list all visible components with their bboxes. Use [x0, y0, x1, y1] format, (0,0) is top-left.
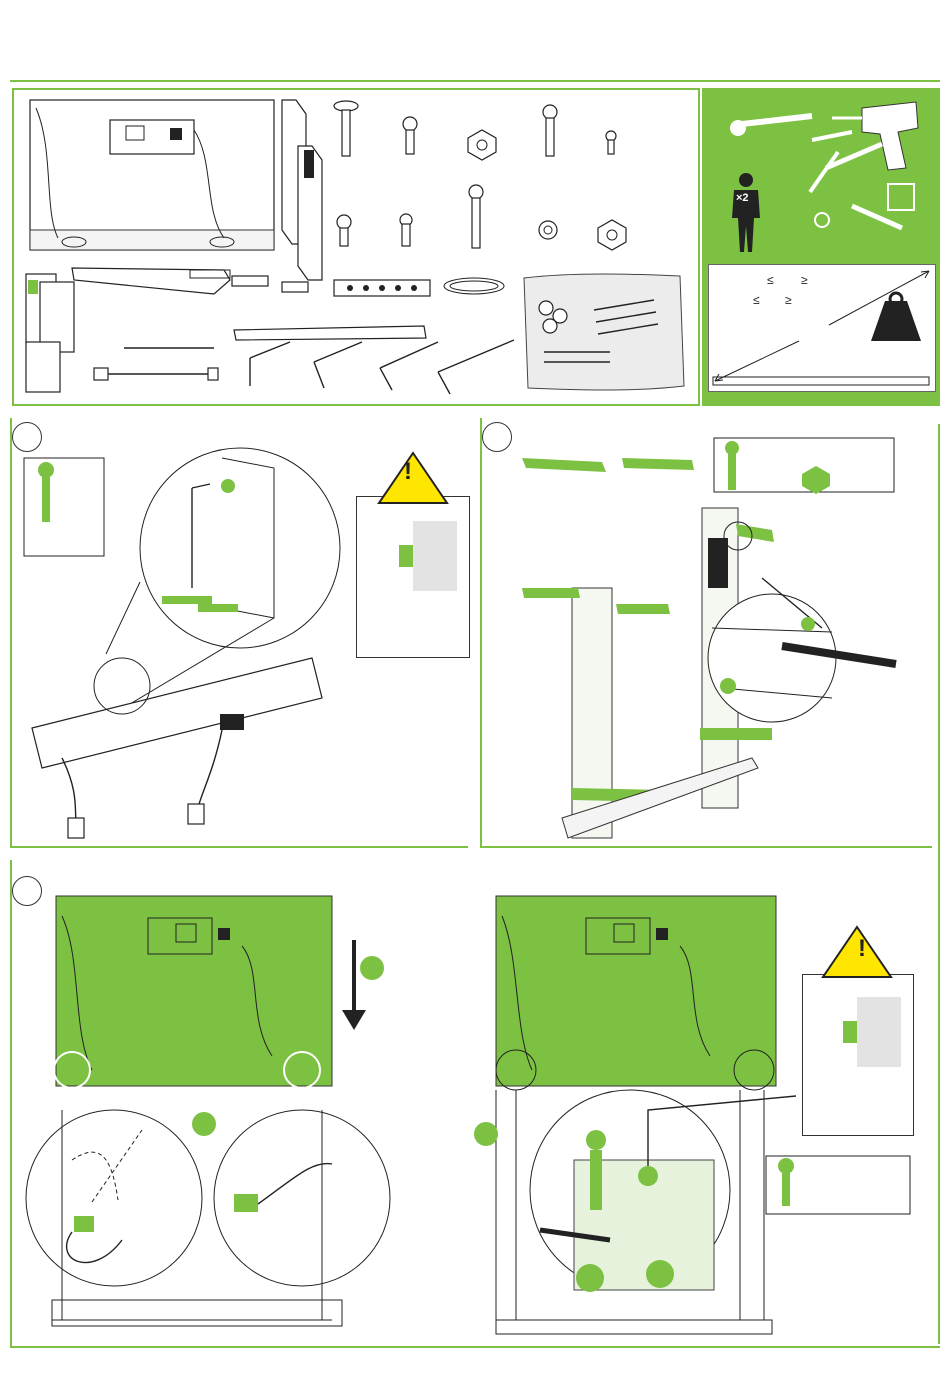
square-icon	[888, 184, 914, 210]
screwdriver-icon	[812, 132, 852, 140]
green-bolt-icon	[725, 441, 739, 490]
hex-nut-icon	[598, 220, 626, 250]
short-screw-icon	[403, 117, 417, 154]
step-3-number	[12, 876, 42, 906]
tools-panel: ×2	[702, 88, 940, 258]
step-1-warning	[356, 496, 470, 658]
step-3-marker-b	[192, 1112, 216, 1136]
table-top-panel-icon	[30, 100, 274, 250]
warning-illustration	[357, 497, 469, 657]
short-screw-icon	[400, 214, 412, 246]
step-2-illustration	[482, 418, 934, 848]
hardware-bag-icon	[524, 274, 684, 390]
warning-illustration	[803, 975, 913, 1135]
short-screw-icon	[337, 215, 351, 246]
person-icon	[732, 173, 760, 252]
long-screw-icon	[543, 105, 557, 156]
hex-nut-icon	[802, 466, 830, 494]
bracket-icon	[232, 276, 308, 292]
step-4-marker	[474, 1122, 498, 1146]
small-screw-icon	[606, 131, 616, 154]
flat-head-bolt-icon	[334, 101, 358, 156]
power-cable-icon	[444, 278, 504, 294]
step-3-panel	[10, 860, 472, 1346]
step-4-warning	[802, 974, 914, 1136]
step-3-marker-a	[360, 956, 384, 980]
header-divider	[10, 80, 940, 82]
green-bolt-icon	[778, 1158, 794, 1206]
people-count: ×2	[736, 192, 749, 204]
parts-panel	[12, 88, 700, 406]
manual-icon	[26, 274, 74, 392]
capacity-panel: ≤ ≥ ≤ ≥	[702, 258, 940, 406]
pencil-icon	[810, 152, 838, 192]
footer-divider	[10, 1346, 940, 1348]
weight-icon	[871, 293, 921, 341]
cross-bar-icon	[72, 268, 230, 294]
capacity-card: ≤ ≥ ≤ ≥	[708, 264, 936, 392]
leg-column-icon	[282, 100, 322, 280]
washer-icon	[539, 221, 557, 239]
step-1-number	[12, 422, 42, 452]
capacity-diagram	[709, 265, 935, 391]
step-3-illustration	[12, 860, 474, 1346]
power-strip-icon	[334, 280, 430, 296]
hex-nut-icon	[468, 130, 496, 160]
right-divider	[938, 424, 940, 1344]
step-2-number	[482, 422, 512, 452]
parts-illustration	[14, 90, 702, 408]
allen-key-icon	[250, 340, 514, 394]
socket-wrench-icon	[730, 116, 812, 136]
warning-icon: !	[393, 458, 423, 486]
washer-icon	[815, 213, 829, 227]
warning-icon: !	[847, 935, 877, 963]
long-screw-icon	[469, 185, 483, 248]
step-4-panel	[480, 860, 942, 1346]
green-bolt-icon	[38, 462, 54, 522]
tools-illustration	[702, 88, 940, 258]
step-2-panel	[480, 418, 932, 848]
